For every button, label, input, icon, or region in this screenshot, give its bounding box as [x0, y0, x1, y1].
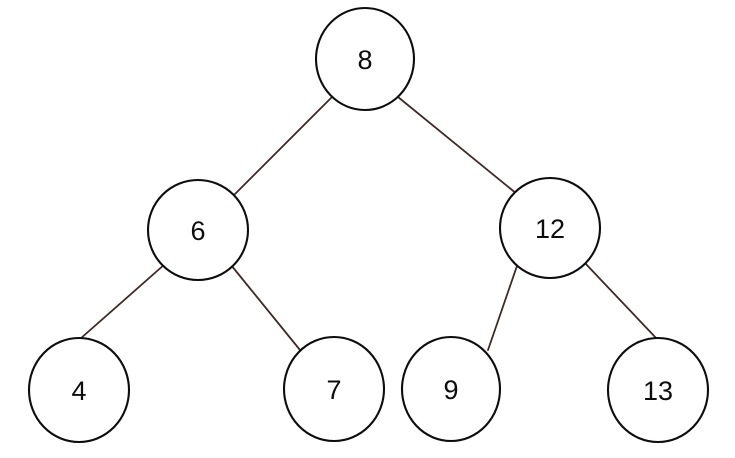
node-circle: [498, 176, 602, 280]
node-layer: 8 6 12 4 7 9 13: [27, 6, 710, 444]
tree-node[interactable]: 4: [27, 336, 131, 444]
edge-8-12: [397, 96, 518, 195]
edge-12-13: [583, 261, 658, 340]
node-circle: [314, 6, 416, 112]
edge-layer: [79, 96, 658, 351]
edge-8-6: [232, 96, 333, 197]
tree-node[interactable]: 7: [282, 335, 386, 443]
node-label: 6: [190, 216, 205, 246]
edge-6-4: [79, 263, 166, 340]
edge-6-7: [230, 264, 301, 351]
tree-node[interactable]: 13: [606, 336, 710, 444]
tree-node[interactable]: 12: [498, 176, 602, 280]
edge-12-9: [487, 262, 519, 351]
node-circle: [282, 335, 386, 443]
node-circle: [400, 335, 502, 443]
node-circle: [606, 336, 710, 444]
node-label: 7: [326, 375, 341, 405]
node-label: 4: [71, 376, 86, 406]
node-circle: [27, 336, 131, 444]
node-circle: [146, 178, 250, 282]
node-label: 12: [535, 214, 565, 244]
tree-node[interactable]: 9: [400, 335, 502, 443]
tree-node-root[interactable]: 8: [314, 6, 416, 112]
node-label: 13: [643, 376, 673, 406]
node-label: 9: [443, 375, 458, 405]
node-label: 8: [357, 45, 372, 75]
tree-node[interactable]: 6: [146, 178, 250, 282]
